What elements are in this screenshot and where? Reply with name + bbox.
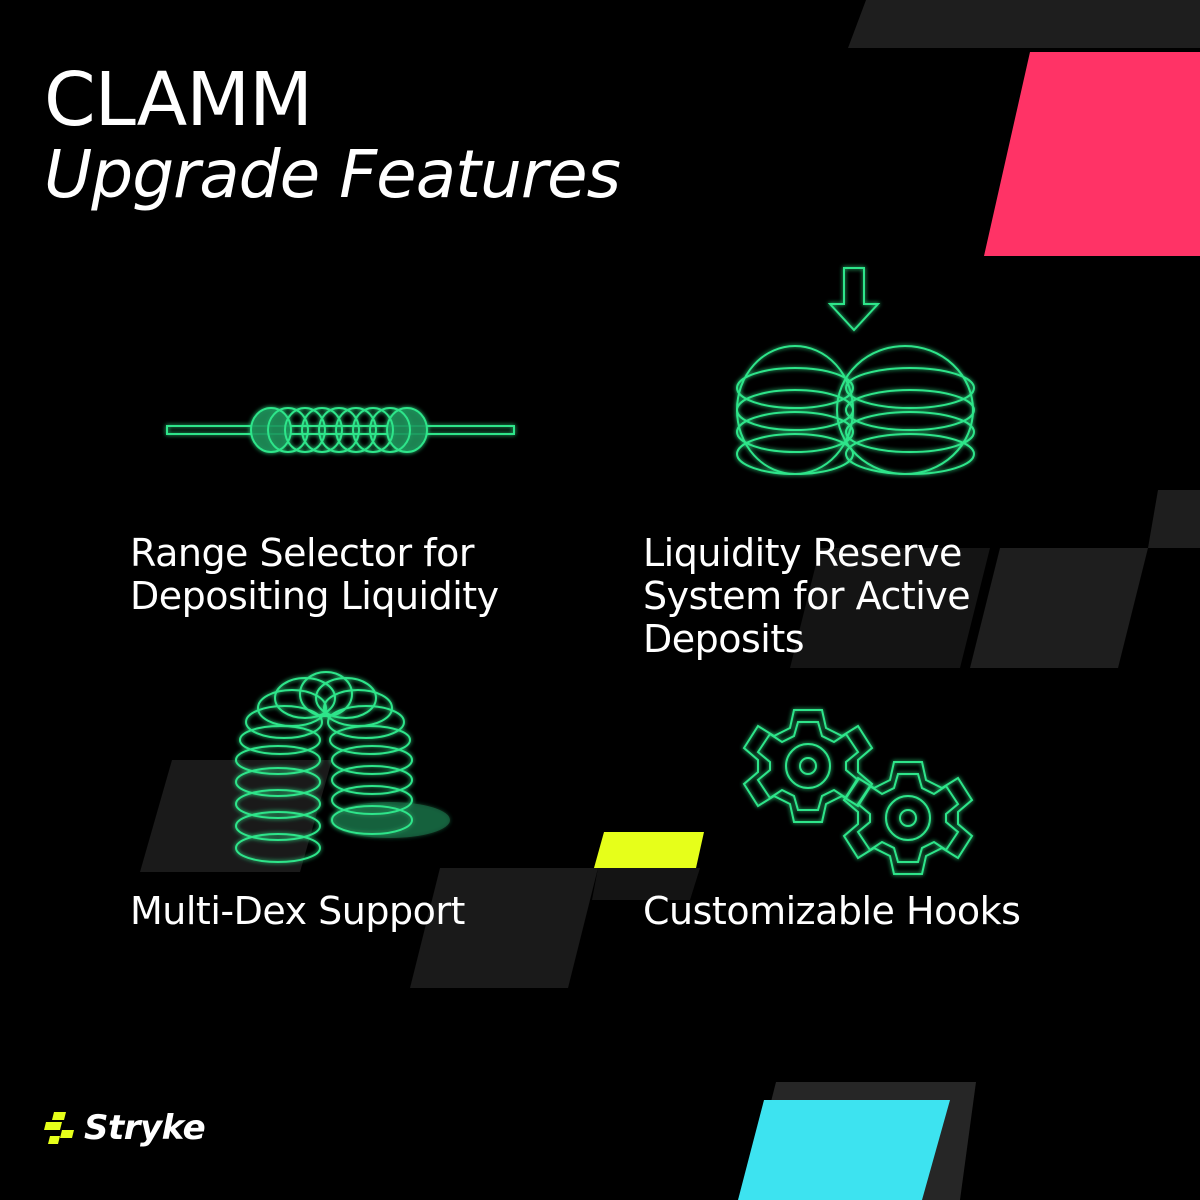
feature-label-multi-dex: Multi-Dex Support bbox=[130, 889, 465, 933]
panel-right-1 bbox=[1148, 490, 1200, 548]
brand-logo: Stryke bbox=[44, 1108, 206, 1148]
accent-pink bbox=[984, 52, 1200, 256]
panel-right-3 bbox=[790, 548, 990, 668]
panel-mid-1 bbox=[410, 868, 598, 988]
multi-dex-arch-icon bbox=[235, 671, 450, 863]
gears-icon bbox=[742, 709, 974, 875]
headline-line-1: CLAMM bbox=[44, 57, 313, 143]
brand-name: Stryke bbox=[84, 1108, 206, 1148]
accent-cyan bbox=[738, 1100, 950, 1200]
headline: CLAMM Upgrade Features bbox=[44, 57, 621, 213]
panel-right-2 bbox=[970, 548, 1148, 668]
panel-mid-2 bbox=[592, 868, 700, 900]
range-selector-coils-icon bbox=[166, 407, 515, 453]
feature-label-customizable-hooks: Customizable Hooks bbox=[643, 889, 1021, 933]
accent-yellow bbox=[594, 832, 704, 868]
liquidity-reserve-rings-icon bbox=[736, 267, 975, 475]
feature-label-liquidity-reserve: Liquidity Reserve System for Active Depo… bbox=[643, 531, 971, 661]
stryke-logo-icon bbox=[44, 1112, 74, 1144]
headline-line-2: Upgrade Features bbox=[44, 135, 621, 213]
feature-label-range-selector: Range Selector for Depositing Liquidity bbox=[130, 531, 499, 618]
panel-top-right bbox=[848, 0, 1200, 48]
panel-left-1 bbox=[140, 760, 332, 872]
